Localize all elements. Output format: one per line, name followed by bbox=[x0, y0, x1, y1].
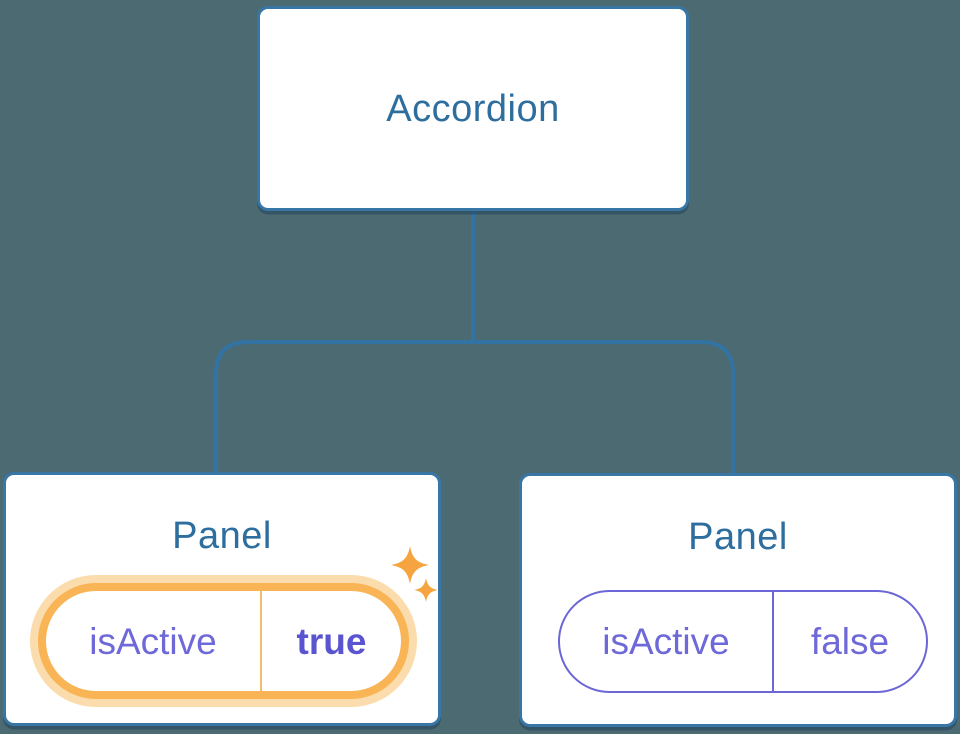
state-pill-inactive: isActive false bbox=[558, 590, 928, 693]
state-pill-active: isActive true bbox=[38, 583, 409, 699]
accordion-node-label: Accordion bbox=[386, 87, 560, 130]
panel-node-inactive: Panel isActive false bbox=[519, 473, 957, 727]
state-value-label: true bbox=[296, 620, 367, 662]
state-value-label: false bbox=[810, 621, 890, 662]
sparkle-icon-small bbox=[414, 578, 438, 602]
accordion-node: Accordion bbox=[257, 6, 689, 211]
sparkle-icon-large bbox=[391, 546, 429, 584]
state-pill-divider bbox=[260, 591, 262, 691]
state-key-label: isActive bbox=[89, 620, 217, 662]
panel-node-label: Panel bbox=[688, 516, 788, 558]
state-key-label: isActive bbox=[602, 621, 730, 662]
panel-node-label: Panel bbox=[172, 515, 272, 557]
state-pill-divider bbox=[772, 592, 774, 691]
panel-node-active: Panel isActive true bbox=[3, 472, 441, 726]
